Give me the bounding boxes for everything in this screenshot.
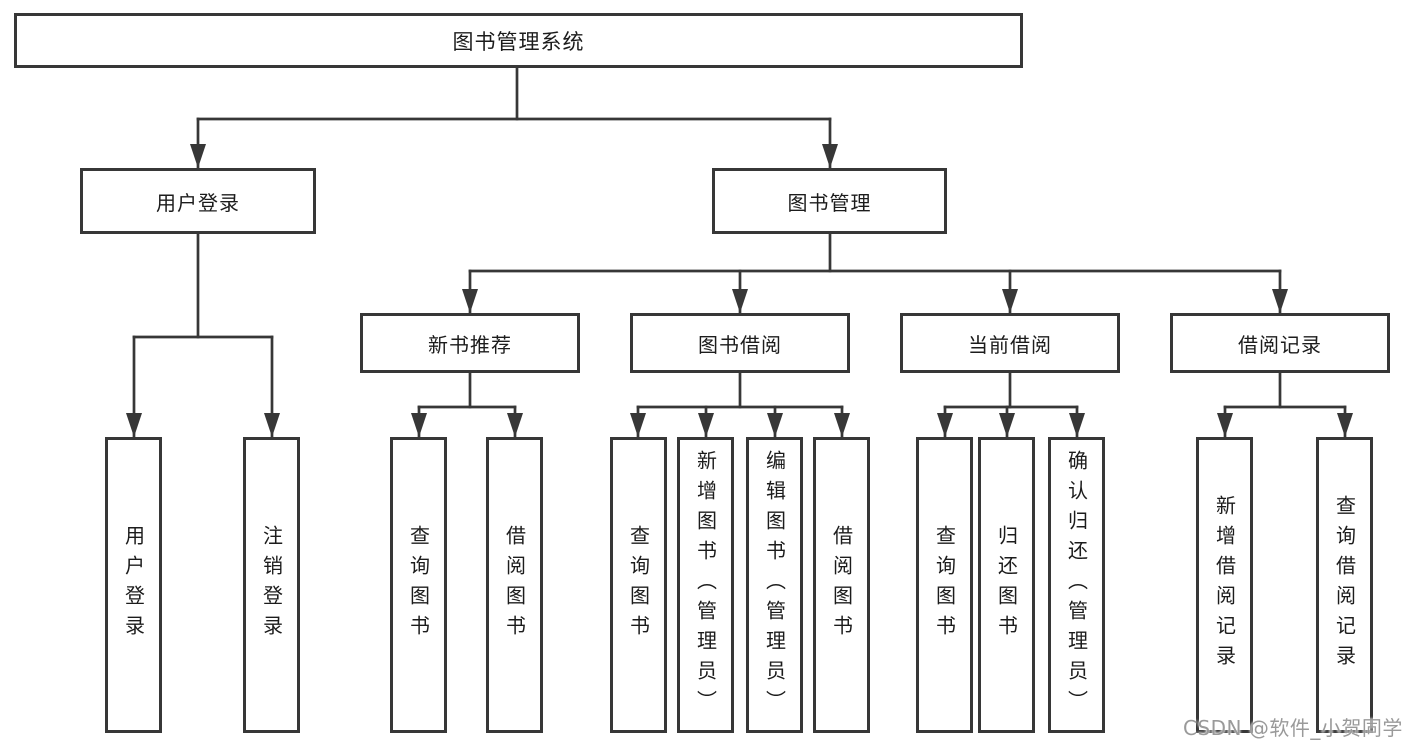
node-label: 查询图书 — [406, 525, 431, 645]
leaf-query-books-recommend: 查询图书 — [390, 437, 447, 733]
node-book-management: 图书管理 — [712, 168, 947, 234]
node-label: 图书管理 — [787, 190, 872, 215]
node-label: 归还图书 — [994, 525, 1019, 645]
node-label: 图书借阅 — [698, 332, 782, 357]
node-label: 新增图书（管理员） — [693, 450, 718, 720]
node-borrow-records: 借阅记录 — [1170, 313, 1390, 373]
node-label: 当前借阅 — [968, 332, 1052, 357]
node-user-login: 用户登录 — [80, 168, 316, 234]
leaf-logout: 注销登录 — [243, 437, 300, 733]
node-new-book-recommend: 新书推荐 — [360, 313, 580, 373]
node-label: 图书管理系统 — [452, 29, 585, 54]
node-label: 编辑图书（管理员） — [762, 450, 787, 720]
node-label: 借阅图书 — [502, 525, 527, 645]
leaf-query-borrow-record: 查询借阅记录 — [1316, 437, 1373, 733]
leaf-add-books-admin: 新增图书（管理员） — [677, 437, 734, 733]
leaf-user-login: 用户登录 — [105, 437, 162, 733]
node-label: 确认归还（管理员） — [1064, 450, 1089, 720]
csdn-watermark: CSDN @软件_小贺同学 — [1183, 716, 1403, 740]
node-label: 查询图书 — [932, 525, 957, 645]
leaf-edit-books-admin: 编辑图书（管理员） — [746, 437, 803, 733]
leaf-confirm-return-admin: 确认归还（管理员） — [1048, 437, 1105, 733]
leaf-query-books-borrow: 查询图书 — [610, 437, 667, 733]
leaf-borrow-books: 借阅图书 — [813, 437, 870, 733]
leaf-borrow-books-recommend: 借阅图书 — [486, 437, 543, 733]
leaf-return-books: 归还图书 — [978, 437, 1035, 733]
node-label: 新书推荐 — [428, 332, 512, 357]
node-label: 查询图书 — [626, 525, 651, 645]
node-book-borrow: 图书借阅 — [630, 313, 850, 373]
node-label: 注销登录 — [259, 525, 284, 645]
leaf-query-books-current: 查询图书 — [916, 437, 973, 733]
node-label: 借阅图书 — [829, 525, 854, 645]
node-label: 新增借阅记录 — [1212, 495, 1237, 675]
node-library-management-system: 图书管理系统 — [14, 13, 1023, 68]
leaf-add-borrow-record: 新增借阅记录 — [1196, 437, 1253, 733]
node-current-borrow: 当前借阅 — [900, 313, 1120, 373]
node-label: 借阅记录 — [1238, 332, 1322, 357]
node-label: 用户登录 — [156, 190, 240, 215]
node-label: 用户登录 — [121, 525, 146, 645]
node-label: 查询借阅记录 — [1332, 495, 1357, 675]
